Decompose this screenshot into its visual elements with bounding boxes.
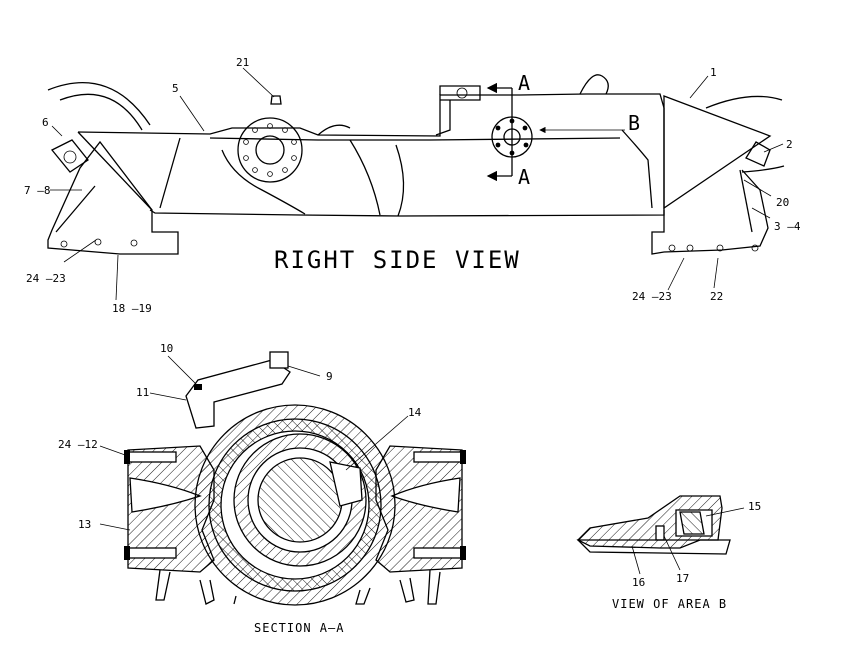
right-wheel-arc-lower [741,165,785,173]
callout-13: 13 [78,518,91,531]
section-a-a-title: SECTION A—A [254,621,344,635]
left-bracket-hole [63,150,77,164]
end-cone [663,95,772,210]
callout-9: 9 [326,370,333,383]
housing-bolts [124,450,466,560]
left-bracket [50,139,89,173]
callout-20: 20 [776,196,789,209]
callout-15: 15 [748,500,761,513]
lift-loop [579,74,609,95]
callout-17: 17 [676,572,689,585]
callout-22: 22 [710,290,723,303]
clamp-pin [194,384,202,390]
view-area-b-title: VIEW OF AREA B [612,597,727,611]
frame-break-line-3 [395,144,405,217]
section-leaders [99,355,409,531]
right-guard-bracket [745,141,771,167]
right-side-view [47,67,785,301]
section-label-a-top: A [518,71,530,95]
left-guard-inner [55,185,96,233]
pivot-hub-bolts [243,123,297,177]
view-of-area-b [576,495,745,575]
section-a-a [99,351,466,606]
callout-11: 11 [136,386,149,399]
clamp-arm [185,359,291,429]
frame-break-line-2 [349,139,381,216]
callout-6: 6 [42,116,49,129]
seal-ring [679,511,705,535]
area-b-leaders [631,507,745,575]
callout-1: 1 [710,66,717,79]
frame-diag-left [77,131,153,211]
callout-24-12: 24 –12 [58,438,98,451]
callout-3-4: 3 —4 [774,220,801,233]
callout-16: 16 [632,576,645,589]
left-wheel-arc-inner [59,93,143,131]
frame-diag-strut [159,137,181,209]
callout-10: 10 [160,342,173,355]
callout-24-23-right: 24 –23 [632,290,672,303]
upper-mount [439,85,481,101]
side-view-leaders [50,67,784,301]
pivot-hub-inner [255,135,285,165]
track-shoe-ends [155,569,441,605]
retainer [655,525,665,541]
area-label-b: B [628,111,640,135]
track-frame-outline [77,93,665,217]
callout-2: 2 [786,138,793,151]
right-bolt-row [668,244,759,252]
end-cone-bracket [651,169,769,255]
right-side-view-title: RIGHT SIDE VIEW [274,246,521,274]
pivot-hub-outer [237,117,303,183]
callout-18-19: 18 –19 [112,302,152,315]
grease-fitting [270,95,282,105]
upper-mount-bolt [456,87,468,99]
right-guard-edge [739,169,753,233]
callout-24-23-left: 24 –23 [26,272,66,285]
pivot-shaft [257,457,343,543]
hose-loop [317,124,351,136]
left-guard [47,140,179,255]
frame-break-line [221,149,306,215]
callout-21: 21 [236,56,249,69]
callout-7-8: 7 —8 [24,184,51,197]
left-wheel-arc [47,82,151,126]
right-wheel-arc [705,95,783,109]
frame-rear-arc [621,129,653,209]
clamp-block [269,351,289,369]
section-label-a-bottom: A [518,165,530,189]
left-bolt-row [60,238,138,248]
callout-5: 5 [172,82,179,95]
callout-14: 14 [408,406,422,419]
frame-top-line [209,137,621,141]
mating-plate [576,539,731,555]
upper-mount-leg [435,100,451,136]
